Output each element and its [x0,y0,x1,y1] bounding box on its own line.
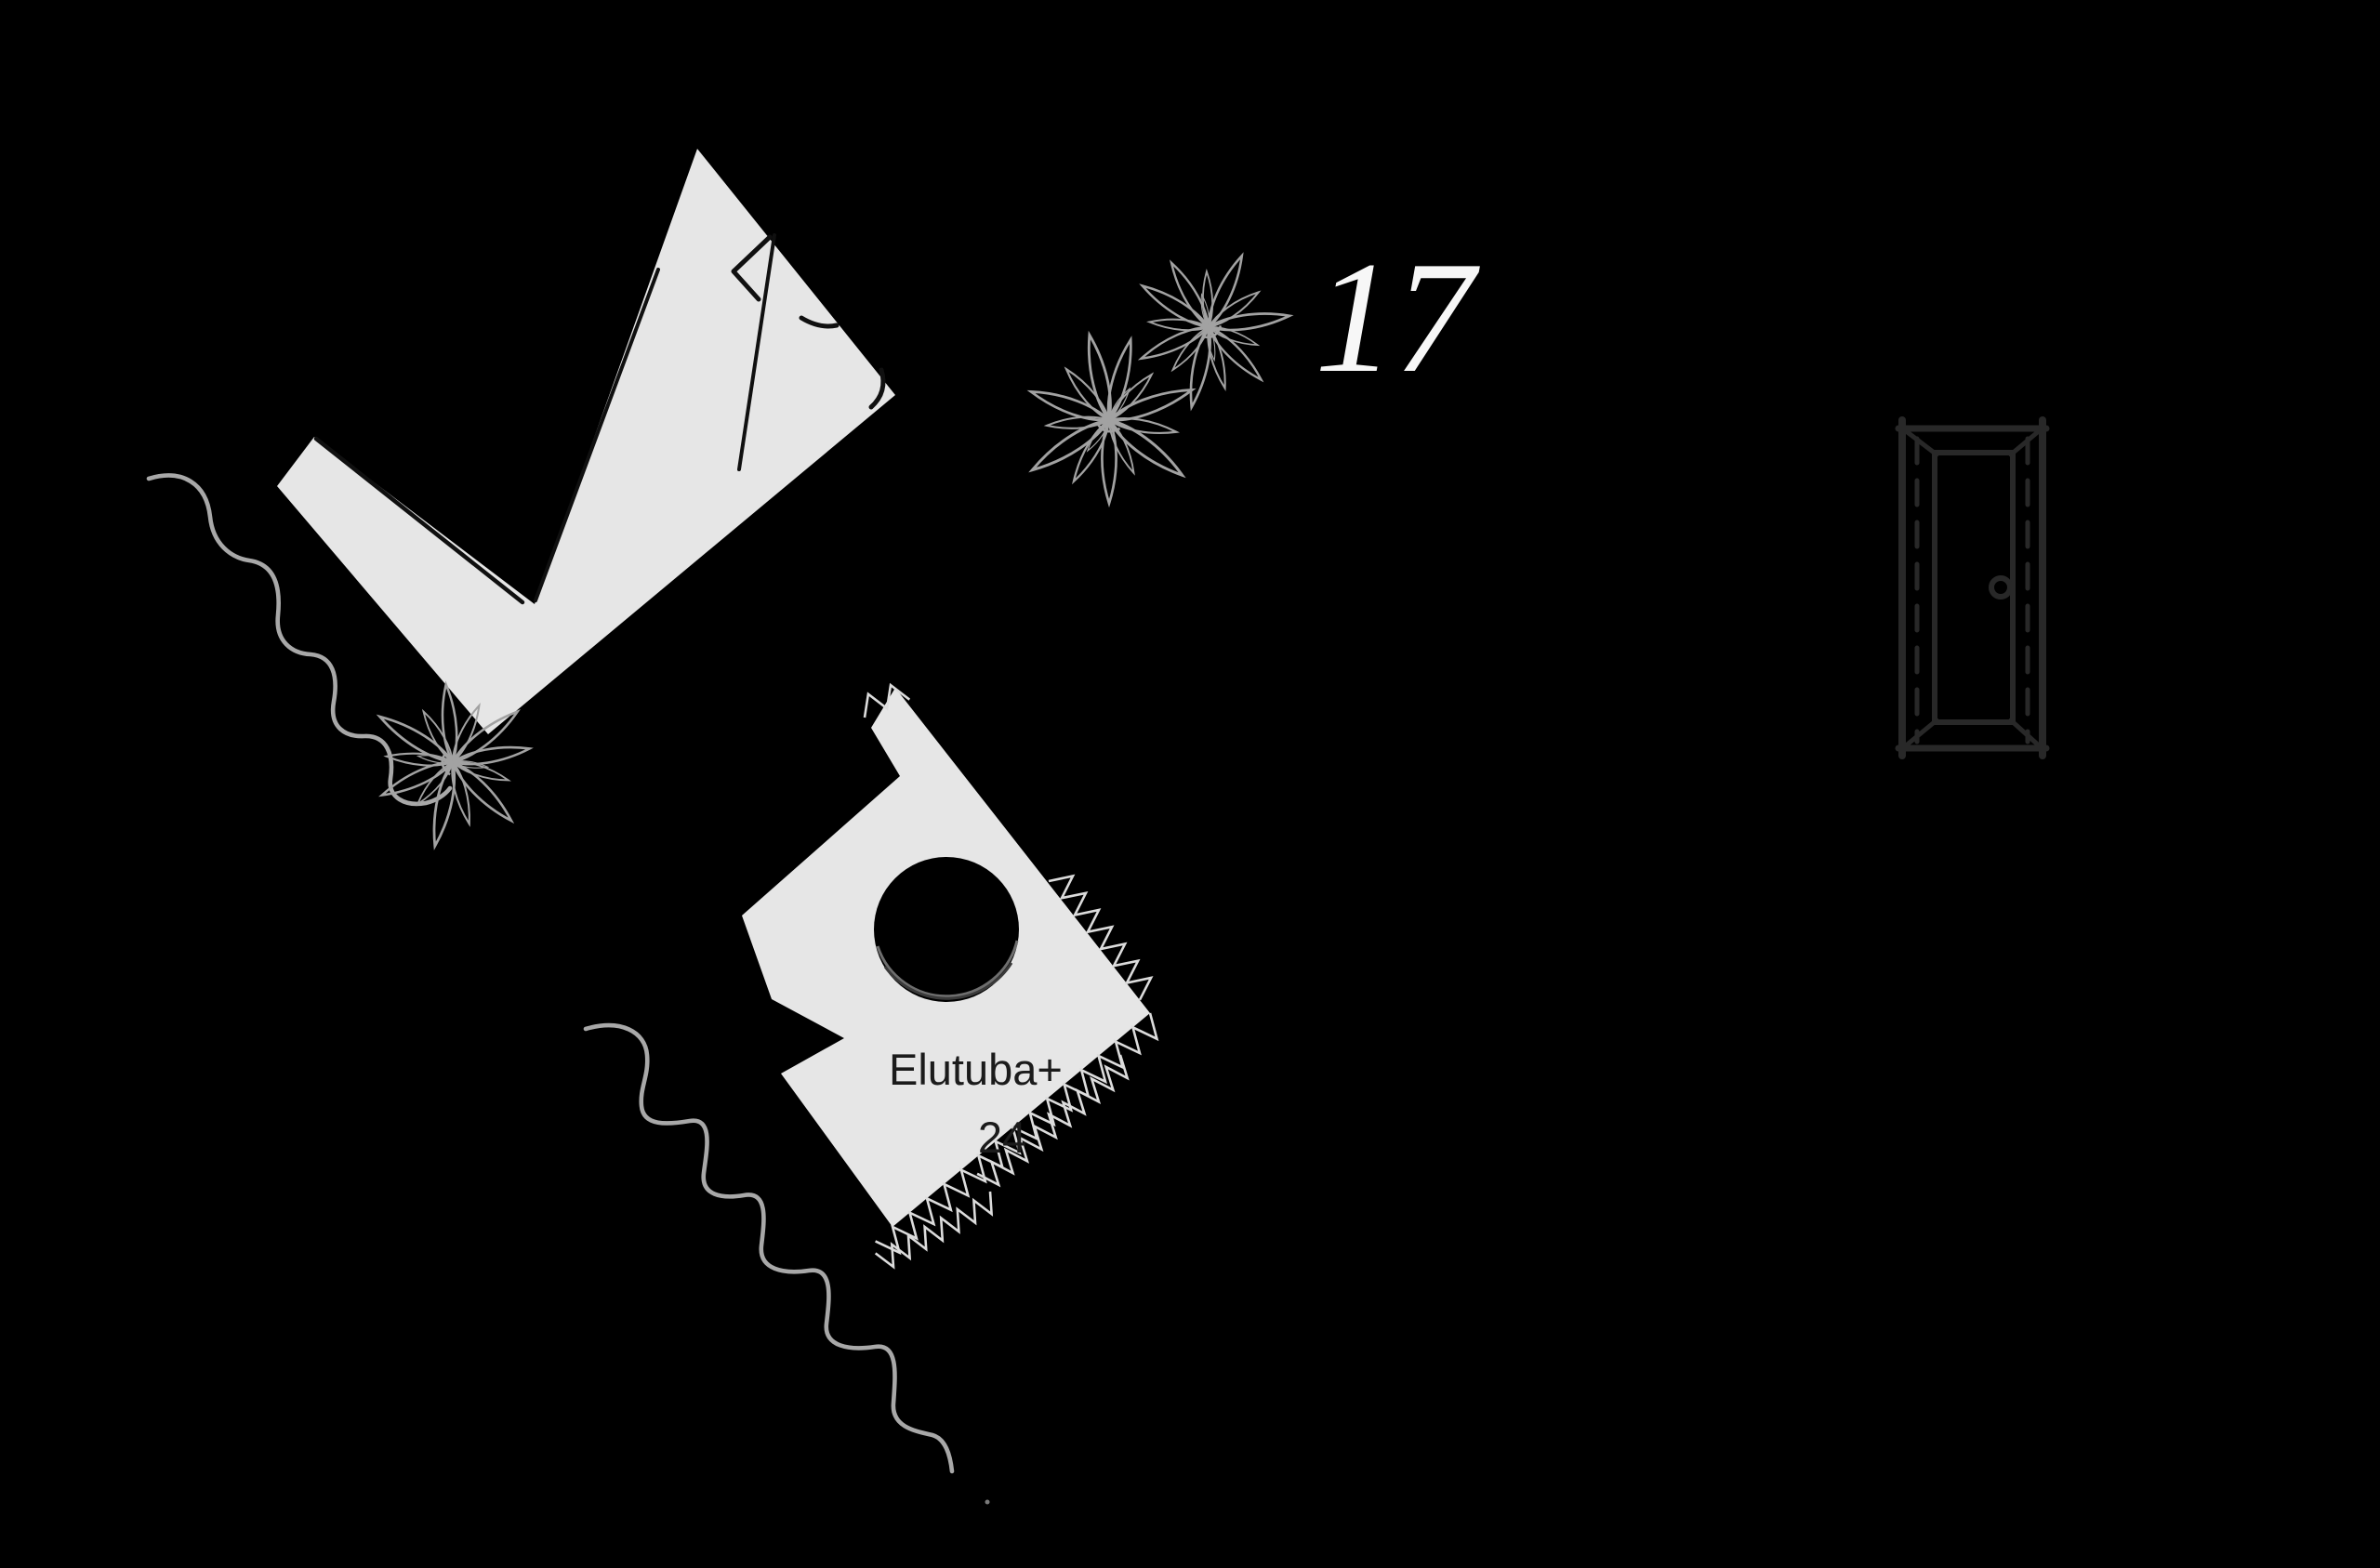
sawtooth-edge-icon [1048,874,1154,1001]
interior-wall-line [737,233,776,471]
building-elutuba: Elutuba+ 24 [742,682,1159,1270]
wall-shadow-line [313,436,525,605]
door-knob-icon [1989,575,2013,600]
door-corner-line [1902,428,1939,457]
door-swing-arc [868,367,886,410]
plot-number-label: 17 [1315,230,1480,406]
sawtooth-edge-icon [976,1054,1130,1188]
squiggle-path-icon [583,1022,955,1474]
sawtooth-edge-icon [863,682,911,718]
door-swing-arc [799,315,840,329]
squiggle-path-icon [146,473,453,807]
sawtooth-edge-icon [875,1012,1159,1256]
courtyard-circle-shadow [883,962,1013,1000]
courtyard-circle-rim [876,940,1019,998]
wall-shadow-line [534,268,660,602]
door-elevation-icon [1895,416,2050,759]
courtyard-circle [874,857,1019,1002]
building-number-label: 24 [978,1113,1026,1162]
door-corner-line [1902,718,1939,749]
building-l-footprint [277,149,895,734]
sawtooth-edge-icon [874,1191,994,1270]
door-jamb-line [731,234,773,302]
path-end-dot [985,1499,990,1505]
building-l-shaped [277,149,895,734]
building-name-label: Elutuba+ [889,1045,1063,1094]
